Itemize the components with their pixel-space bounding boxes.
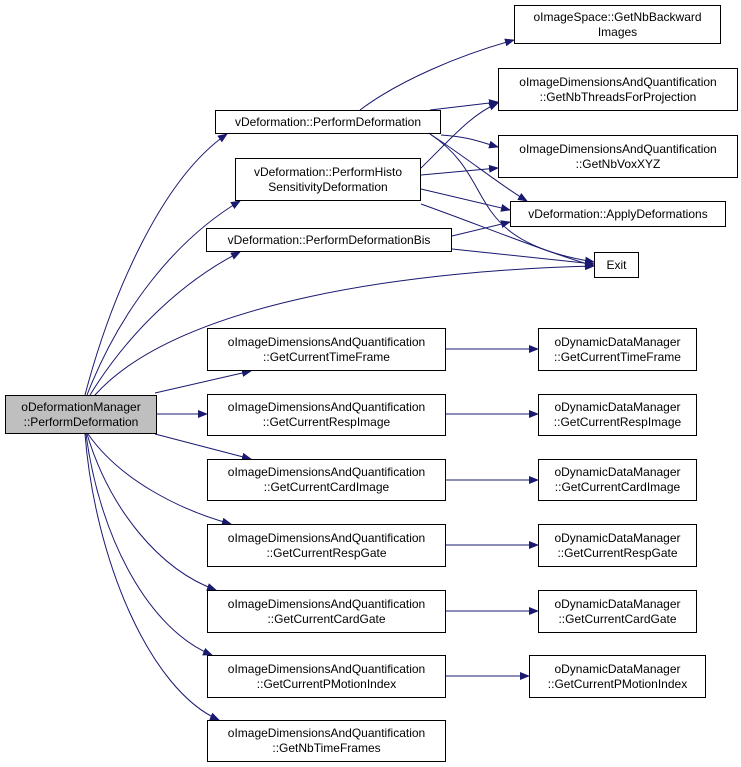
call-edge [84,133,228,396]
node-oidq-getcurrentcardgate[interactable]: oImageDimensionsAndQuantification ::GetC… [207,590,446,633]
node-line: ::GetCurrentCardImage [554,480,681,494]
call-edge [420,203,595,268]
node-line: oDynamicDataManager [554,400,681,414]
node-line: vDeformation::PerformDeformationBis [227,232,431,247]
node-line: ::GetCurrentRespGate [266,545,387,560]
node-exit[interactable]: Exit [594,252,639,278]
node-line: ::GetCurrentTimeFrame [263,349,390,364]
call-edge [451,220,511,237]
node-oidq-getcurrentpmotionindex[interactable]: oImageDimensionsAndQuantification ::GetC… [207,655,446,698]
node-line: oImageSpace::GetNbBackward [533,9,702,24]
node-line: oImageDimensionsAndQuantification [227,726,426,740]
node-oddm-getcurrentcardgate[interactable]: oDynamicDataManager ::GetCurrentCardGate [538,590,697,633]
node-line: oImageDimensionsAndQuantification [519,141,717,156]
node-oddm-getcurrentpmotionindex[interactable]: oDynamicDataManager ::GetCurrentPMotionI… [529,655,706,698]
node-oidq-getnbthreadsforprojection[interactable]: oImageDimensionsAndQuantification ::GetN… [498,68,738,111]
node-line: oDynamicDataManager [554,661,681,676]
node-oidq-getnbtimeframes[interactable]: oImageDimensionsAndQuantification ::GetN… [207,720,446,762]
node-oddm-getcurrenttimeframe[interactable]: oDynamicDataManager ::GetCurrentTimeFram… [538,328,697,371]
node-line: vDeformation::PerformDeformation [234,114,422,129]
node-oddm-getcurrentcardimage[interactable]: oDynamicDataManager ::GetCurrentCardImag… [538,459,697,501]
node-odeformationmanager-performdeformation[interactable]: oDeformationManager ::PerformDeformation [5,395,157,434]
node-oimagespace-getnbbackwardimages[interactable]: oImageSpace::GetNbBackward Images [514,5,721,44]
node-line: vDeformation::PerformHisto [253,164,403,179]
node-vdeformation-performhistosensitivitydeformation[interactable]: vDeformation::PerformHisto SensitivityDe… [235,158,421,201]
node-line: vDeformation::ApplyDeformations [528,206,708,221]
call-edge [440,134,499,149]
call-edge [420,102,499,169]
call-edge [89,251,241,396]
node-line: oImageDimensionsAndQuantification [227,400,426,414]
call-edge [154,433,252,461]
node-line: ::PerformDeformation [23,414,139,429]
call-edge [154,369,252,394]
node-line: oDynamicDataManager [554,530,681,545]
call-edge [429,99,499,111]
call-edge [86,433,217,591]
node-line: oImageDimensionsAndQuantification [227,661,426,676]
node-line: ::GetNbVoxXYZ [575,156,661,171]
call-edge [87,433,232,526]
node-line: ::GetNbThreadsForProjection [539,89,697,104]
node-line: ::GetCurrentCardGate [267,611,386,626]
node-oidq-getcurrentcardimage[interactable]: oImageDimensionsAndQuantification ::GetC… [207,459,446,501]
node-line: ::GetCurrentRespImage [262,415,391,429]
call-edge [359,38,515,111]
node-line: oImageDimensionsAndQuantification [227,530,426,545]
call-edge [420,164,499,176]
node-line: oImageDimensionsAndQuantification [227,334,426,349]
node-line: ::GetCurrentTimeFrame [554,349,681,364]
node-line: oDynamicDataManager [554,596,681,611]
node-line: Exit [606,257,627,272]
node-line: oDynamicDataManager [554,465,681,479]
node-oidq-getcurrentrespgate[interactable]: oImageDimensionsAndQuantification ::GetC… [207,524,446,567]
node-line: oDeformationManager [21,399,141,414]
node-line: SensitivityDeformation [268,179,388,194]
node-line: oImageDimensionsAndQuantification [227,596,426,611]
node-oddm-getcurrentrespgate[interactable]: oDynamicDataManager ::GetCurrentRespGate [538,524,697,567]
call-edge [85,433,213,656]
node-oidq-getcurrenttimeframe[interactable]: oImageDimensionsAndQuantification ::GetC… [207,328,446,371]
node-oidq-getcurrentrespimage[interactable]: oImageDimensionsAndQuantification ::GetC… [207,394,446,436]
node-line: oImageDimensionsAndQuantification [227,465,426,479]
node-oidq-getnbvoxxyz[interactable]: oImageDimensionsAndQuantification ::GetN… [498,135,738,178]
call-edge [94,262,595,396]
node-vdeformation-applydeformations[interactable]: vDeformation::ApplyDeformations [510,201,726,227]
node-line: ::GetCurrentPMotionIndex [256,676,397,691]
call-edge [86,200,241,396]
node-line: ::GetCurrentCardImage [263,480,390,494]
node-line: oDynamicDataManager [554,334,681,349]
node-line: ::GetNbTimeFrames [272,741,381,755]
call-edge [84,433,220,721]
node-line: Images [597,24,638,39]
node-line: oImageDimensionsAndQuantification [519,74,717,89]
node-vdeformation-performdeformationbis[interactable]: vDeformation::PerformDeformationBis [206,228,452,252]
node-line: ::GetCurrentPMotionIndex [547,676,688,691]
call-edge [429,133,528,202]
node-line: ::GetCurrentRespImage [553,415,682,429]
node-line: ::GetCurrentCardGate [558,611,677,626]
node-line: ::GetCurrentRespGate [557,545,678,560]
node-vdeformation-performdeformation[interactable]: vDeformation::PerformDeformation [215,110,441,134]
node-oddm-getcurrentrespimage[interactable]: oDynamicDataManager ::GetCurrentRespImag… [538,394,697,436]
call-edge [420,188,511,212]
call-edge [451,248,595,268]
